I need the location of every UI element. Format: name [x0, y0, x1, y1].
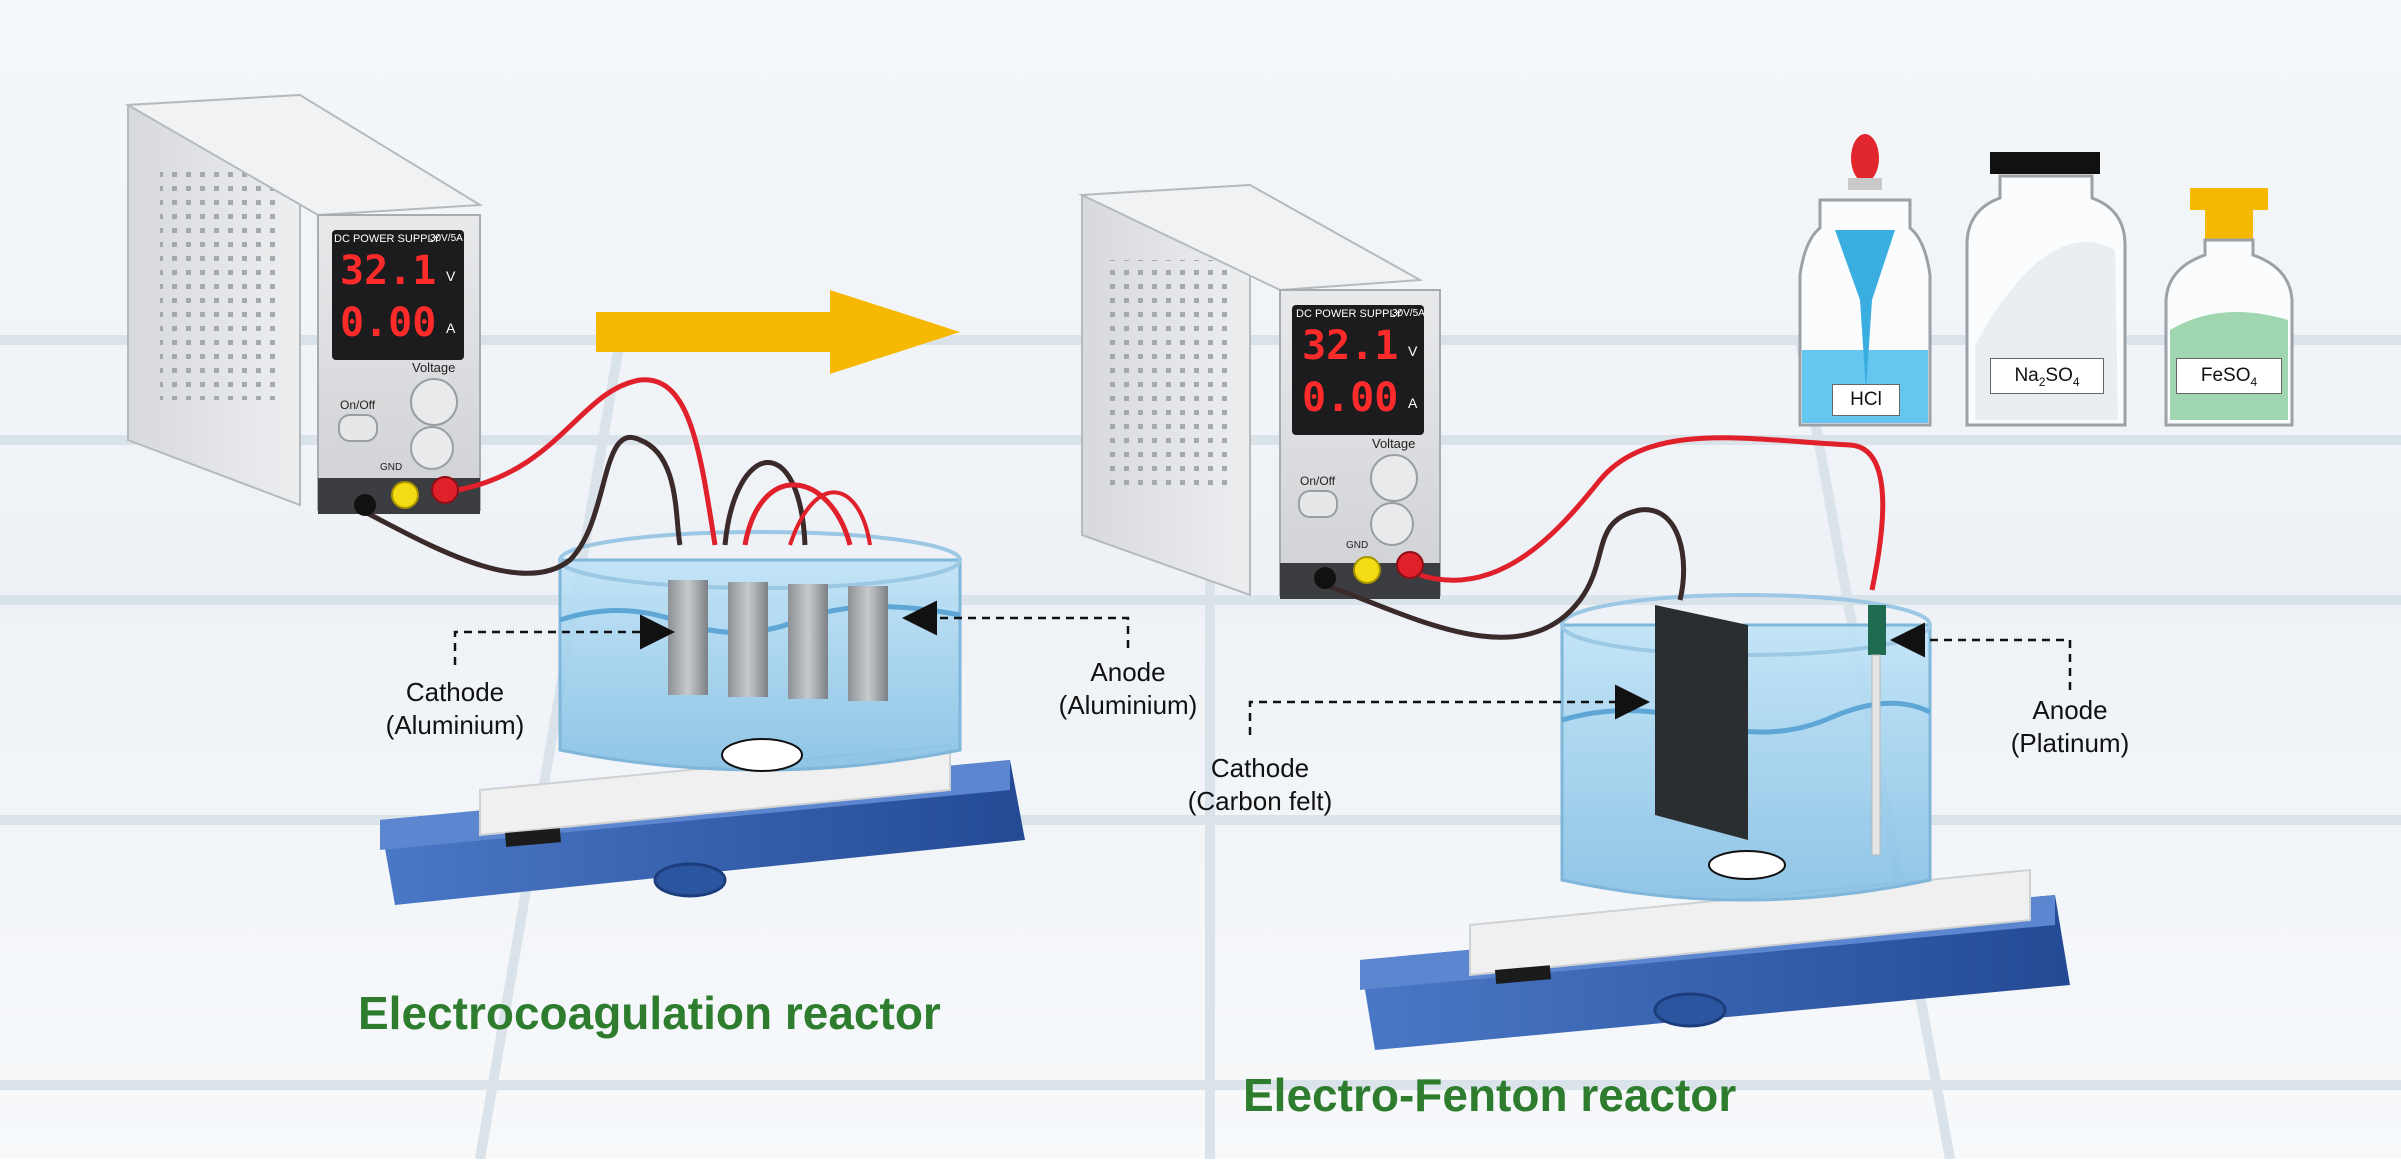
ps-left-onoff-button[interactable] — [338, 414, 378, 442]
ec-cathode-label: Cathode (Aluminium) — [345, 676, 565, 741]
ps-left-voltage-unit: V — [446, 268, 456, 284]
ec-anode-pointer — [902, 600, 1130, 648]
ps-left-voltage-knob[interactable] — [410, 378, 458, 426]
ef-wire-red — [1419, 435, 1886, 591]
ps-right-onoff-button[interactable] — [1298, 490, 1338, 518]
ps-right-voltage-knob[interactable] — [1370, 454, 1418, 502]
ps-left-current-unit: A — [446, 320, 456, 336]
ps-left-current-knob[interactable] — [410, 426, 454, 470]
ps-right-onoff-label: On/Off — [1300, 474, 1336, 488]
feso4-label: FeSO4 — [2176, 358, 2282, 394]
pointer-lines — [453, 600, 2072, 735]
ef-cathode-label-line2: (Carbon felt) — [1187, 785, 1333, 816]
ps-right-rating: 30V/5A — [1392, 308, 1425, 319]
process-arrow — [596, 290, 960, 374]
ec-electrode-2 — [728, 582, 768, 697]
ec-reactor-title: Electrocoagulation reactor — [358, 987, 941, 1039]
ps-right-gnd-label: GND — [1346, 540, 1369, 551]
ef-cathode-carbon-felt — [1655, 605, 1748, 840]
ps-left-voltage-knob-label: Voltage — [412, 360, 456, 375]
ec-electrode-3 — [788, 584, 828, 699]
ps-right-voltage-knob-label: Voltage — [1372, 436, 1416, 451]
ec-electrode-4 — [848, 586, 888, 701]
ef-anode-platinum — [1871, 654, 1881, 856]
power-supply-left — [124, 93, 484, 514]
ec-wire-red — [457, 377, 718, 546]
ec-anode-label: Anode (Aluminium) — [1018, 656, 1238, 721]
ec-cathode-pointer — [453, 614, 675, 665]
ef-cathode-label-line1: Cathode — [1210, 753, 1310, 783]
ps-left-voltage-display: 32.1 — [340, 248, 437, 294]
electrocoagulation-beaker — [558, 530, 962, 772]
ef-anode-holder — [1868, 605, 1886, 655]
electro-fenton-beaker — [1560, 593, 1932, 902]
ps-left-gnd-label: GND — [380, 462, 403, 473]
ps-right-current-display: 0.00 — [1302, 375, 1399, 421]
ef-anode-label-line1: Anode — [2032, 695, 2108, 725]
ps-left-onoff-label: On/Off — [340, 398, 376, 412]
hcl-dropper-bottle — [1798, 134, 1932, 427]
ps-left-brand: DC POWER SUPPLY — [334, 233, 441, 245]
ef-cathode-pointer — [1248, 684, 1650, 735]
ps-right-voltage-unit: V — [1408, 343, 1418, 359]
ef-cathode-label: Cathode (Carbon felt) — [1140, 752, 1380, 817]
ec-cathode-label-line2: (Aluminium) — [385, 709, 525, 740]
ps-right-current-unit: A — [1408, 395, 1418, 411]
ec-anode-label-line2: (Aluminium) — [1058, 689, 1198, 720]
ec-anode-label-line1: Anode — [1090, 657, 1166, 687]
ps-right-voltage-display: 32.1 — [1302, 323, 1399, 369]
electro-fenton-hotplate — [1360, 868, 2070, 1050]
ps-right-brand: DC POWER SUPPLY — [1296, 308, 1403, 320]
ef-wire-black — [1324, 507, 1687, 640]
ef-anode-label-line2: (Platinum) — [2010, 727, 2130, 758]
ps-left-current-display: 0.00 — [340, 300, 437, 346]
ps-right-current-knob[interactable] — [1370, 502, 1414, 546]
ef-anode-pointer — [1890, 622, 2072, 690]
ec-cathode-label-line1: Cathode — [405, 677, 505, 707]
hcl-label: HCl — [1832, 384, 1900, 416]
ef-reactor-title: Electro-Fenton reactor — [1243, 1069, 1737, 1121]
na2so4-label: Na2SO4 — [1990, 358, 2104, 394]
ef-anode-label: Anode (Platinum) — [1965, 694, 2175, 759]
ps-left-rating: 30V/5A — [430, 233, 463, 244]
ec-wire-black — [363, 435, 683, 576]
ec-electrode-1 — [668, 580, 708, 695]
